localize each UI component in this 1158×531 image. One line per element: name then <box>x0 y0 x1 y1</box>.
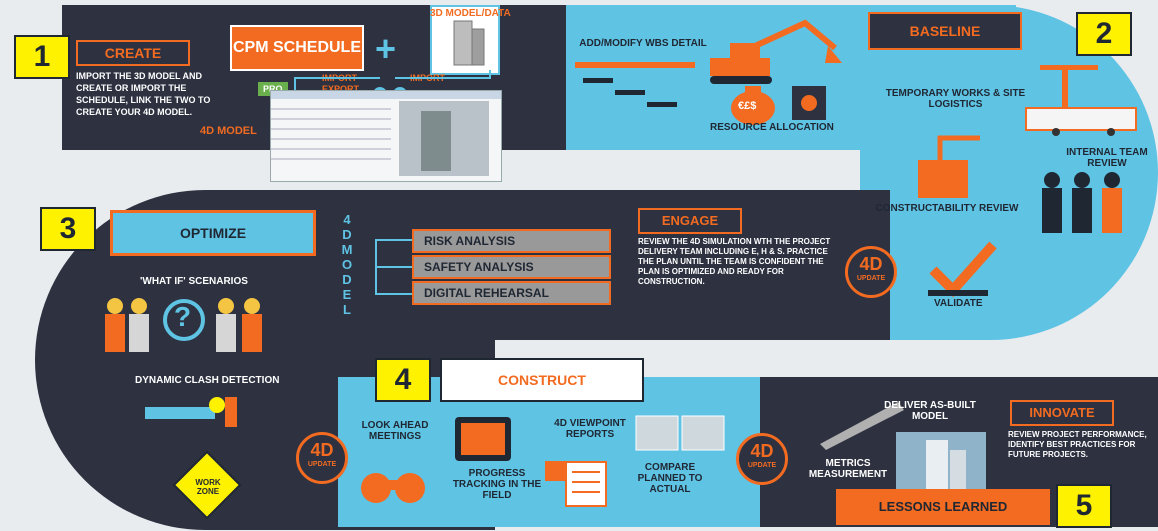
work-zone-sign-icon <box>172 450 242 520</box>
engage-description: REVIEW THE 4D SIMULATION WTH THE PROJECT… <box>638 237 831 286</box>
digital-rehearsal-bar: DIGITAL REHEARSAL <box>412 281 611 305</box>
badge-4d: 4D <box>859 254 883 274</box>
trailer-icon <box>1025 107 1137 136</box>
create-title: CREATE <box>76 40 190 66</box>
flashlight-icon <box>145 397 237 427</box>
validate-label: VALIDATE <box>934 298 983 309</box>
building-3d-icon <box>453 20 485 66</box>
crane-building-icon <box>918 135 980 198</box>
badge-update: UPDATE <box>856 275 886 282</box>
compare-label: COMPARE PLANNED TO ACTUAL <box>637 462 703 495</box>
progress-tracking-label: PROGRESS TRACKING IN THE FIELD <box>452 468 542 501</box>
badge-4d: 4D <box>750 441 774 461</box>
vertical-4d-model: 4 D M O D E L <box>339 212 355 317</box>
wbs-detail-label: ADD/MODIFY WBS DETAIL <box>579 38 707 49</box>
ruler-icon <box>820 402 904 450</box>
vertical-letter: M <box>341 242 353 257</box>
engage-title: ENGAGE <box>638 208 742 234</box>
create-description: IMPORT THE 3D MODEL AND CREATE OR IMPORT… <box>76 71 211 117</box>
money-symbols: €£$ <box>738 100 757 112</box>
vertical-letter: D <box>342 272 352 287</box>
risk-analysis-bar: RISK ANALYSIS <box>412 229 611 253</box>
checkmark-icon <box>928 241 997 298</box>
vertical-letter: L <box>343 302 351 317</box>
binoculars-icon <box>361 473 425 503</box>
safe-icon <box>792 86 826 120</box>
3d-model-box <box>430 5 500 75</box>
4d-update-badge-3: 4D UPDATE <box>736 433 788 485</box>
4d-update-badge-1: 4D UPDATE <box>845 246 897 298</box>
lessons-learned: LESSONS LEARNED <box>836 489 1050 525</box>
badge-update: UPDATE <box>307 461 337 468</box>
vertical-letter: E <box>342 287 352 302</box>
wbs-gantt-icon <box>575 62 695 107</box>
step-number-3: 3 <box>40 207 96 251</box>
step-number-5: 5 <box>1056 484 1112 528</box>
export-label: EXPORT <box>322 84 360 94</box>
schedule-screenshot <box>270 90 502 182</box>
badge-update: UPDATE <box>747 462 777 469</box>
innovate-review: REVIEW PROJECT PERFORMANCE, IDENTIFY BES… <box>1008 430 1147 459</box>
plus-sign: + <box>375 28 397 69</box>
vertical-letter: D <box>342 227 352 242</box>
work-zone-label: WORK ZONE <box>195 478 221 496</box>
baseline-title: BASELINE <box>868 12 1022 50</box>
question-mark: ? <box>174 301 192 332</box>
constructability-review-label: CONSTRUCTABILITY REVIEW <box>875 203 1019 214</box>
cpm-schedule-box: CPM SCHEDULE <box>230 25 364 71</box>
viewpoint-reports-label: 4D VIEWPOINT REPORTS <box>554 418 626 440</box>
compare-images-icon <box>635 415 725 451</box>
vertical-letter: 4 <box>343 212 351 227</box>
what-if-label: 'WHAT IF' SCENARIOS <box>140 276 248 287</box>
metrics-label: METRICS MEASUREMENT <box>808 458 888 480</box>
safety-analysis-bar: SAFETY ANALYSIS <box>412 255 611 279</box>
baseline-curve <box>860 5 1158 340</box>
gantt-icon <box>271 91 501 176</box>
people-icon-2 <box>216 298 262 352</box>
money-bag-icon <box>731 86 775 125</box>
step-number-1: 1 <box>14 35 70 79</box>
deliver-label: DELIVER AS-BUILT MODEL <box>884 400 976 422</box>
badge-4d: 4D <box>310 440 334 460</box>
building-icon <box>896 432 986 492</box>
excavator-icon <box>710 19 842 84</box>
4d-model-label: 4D MODEL <box>200 125 257 137</box>
bracket-lines <box>375 239 413 295</box>
3d-model-label: 3D MODEL/DATA <box>430 8 511 19</box>
innovate-title: INNOVATE <box>1010 400 1114 426</box>
tablet-icon <box>455 417 511 461</box>
crane-icon <box>1040 65 1098 125</box>
clash-detection-label: DYNAMIC CLASH DETECTION <box>135 375 280 386</box>
vertical-letter: O <box>341 257 353 272</box>
step-number-4: 4 <box>375 358 431 402</box>
look-ahead-label: LOOK AHEAD MEETINGS <box>361 420 429 442</box>
workers-icon <box>1042 172 1122 233</box>
temporary-works-label: TEMPORARY WORKS & SITE LOGISTICS <box>885 88 1026 110</box>
optimize-title: OPTIMIZE <box>110 210 316 256</box>
step-number-2: 2 <box>1076 12 1132 56</box>
report-icon <box>565 461 607 507</box>
4d-update-badge-2: 4D UPDATE <box>296 432 348 484</box>
internal-team-review-label: INTERNAL TEAM REVIEW <box>1066 147 1148 169</box>
people-icon <box>105 298 149 352</box>
question-icon <box>163 299 205 341</box>
resource-allocation-label: RESOURCE ALLOCATION <box>710 122 834 133</box>
construct-title: CONSTRUCT <box>440 358 644 402</box>
